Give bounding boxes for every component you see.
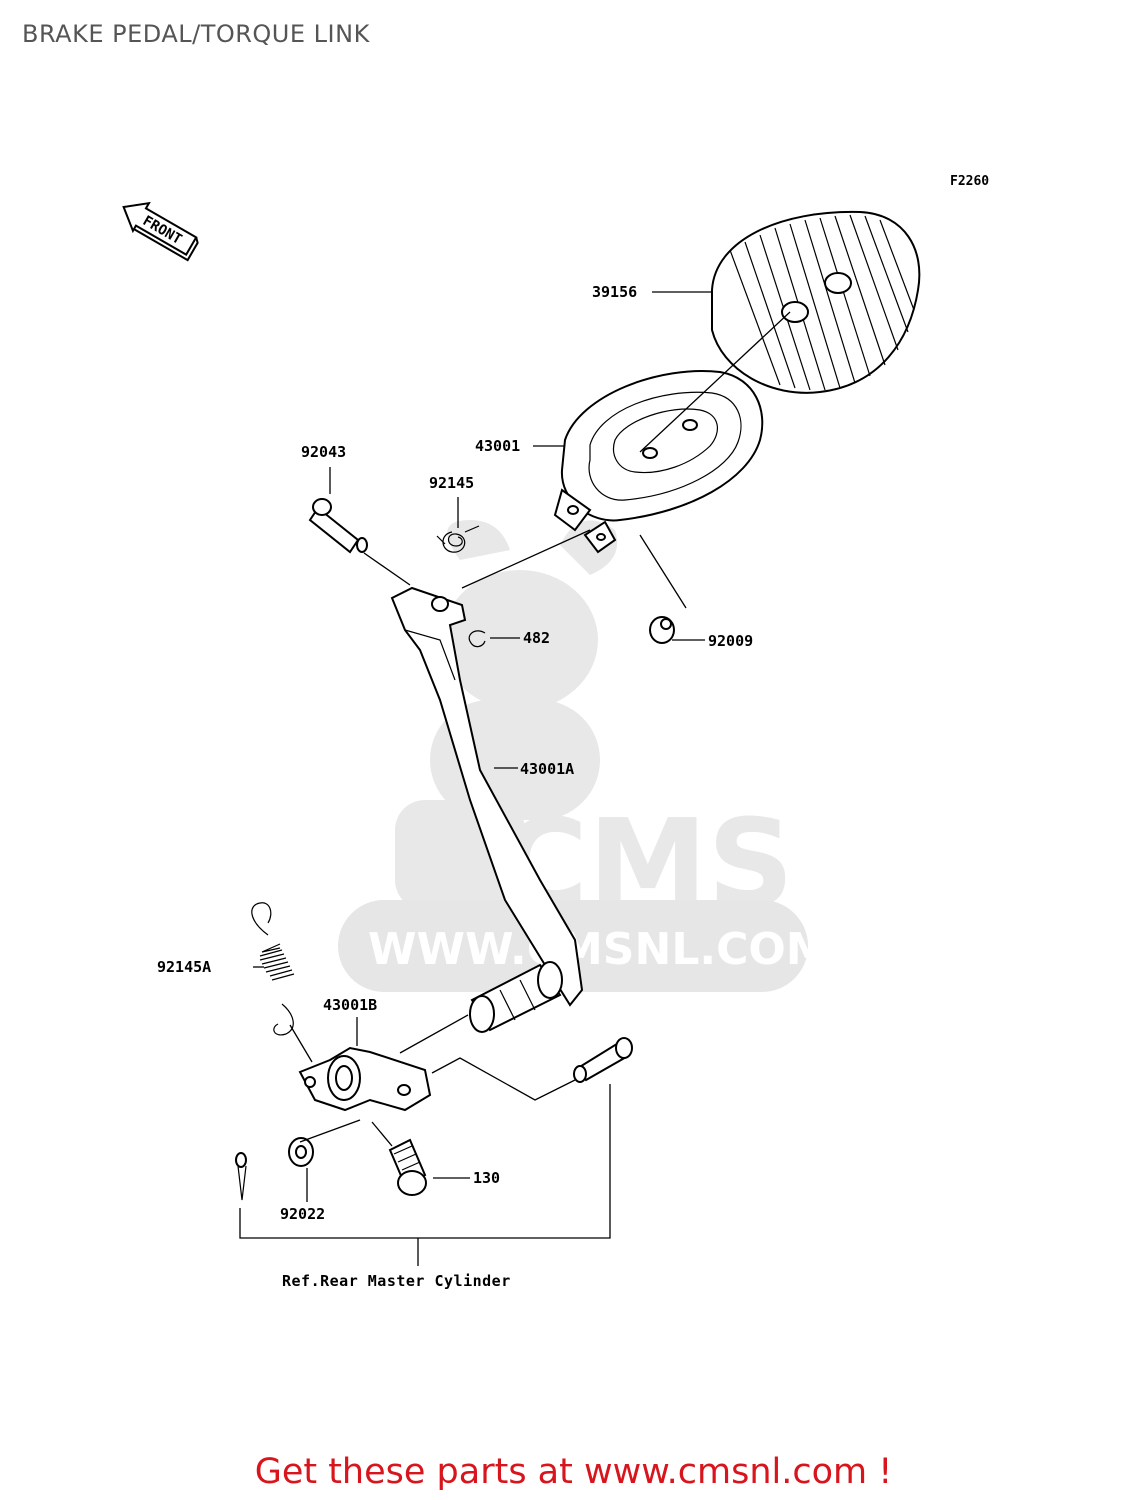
lever-43001B [298, 1046, 432, 1112]
label-92043: 92043 [301, 443, 346, 461]
clip-482 [468, 630, 486, 648]
cotter-pin [235, 1152, 247, 1201]
pivot-shaft [469, 961, 563, 1033]
pedal-plate-43001 [553, 370, 764, 554]
figure-code: F2260 [950, 174, 989, 189]
pedal-arm-43001A [390, 586, 584, 1007]
page-title: BRAKE PEDAL/TORQUE LINK [22, 20, 370, 48]
spring-92145 [436, 525, 480, 553]
nut-92009 [649, 616, 675, 644]
label-92022: 92022 [280, 1205, 325, 1223]
part-labels: 39156 43001 92043 92145 482 92009 43001A… [157, 283, 753, 1290]
label-39156: 39156 [592, 283, 637, 301]
bolt-130 [388, 1138, 427, 1196]
label-92145: 92145 [429, 474, 474, 492]
pin-lower [573, 1037, 633, 1083]
pedal-pad-39156 [711, 210, 921, 394]
reference-label: Ref.Rear Master Cylinder [282, 1272, 511, 1290]
label-482: 482 [523, 629, 550, 647]
spring-92145A [251, 902, 295, 1036]
label-43001A: 43001A [520, 760, 574, 778]
front-arrow-icon: FRONT [122, 201, 199, 262]
pin-92043 [308, 498, 368, 554]
label-43001: 43001 [475, 437, 520, 455]
footer-link[interactable]: Get these parts at www.cmsnl.com ! [254, 1452, 893, 1492]
watermark-url: WWW.CMSNL.COM [368, 924, 830, 975]
leader-lines [239, 291, 791, 1266]
label-43001B: 43001B [323, 996, 377, 1014]
label-92009: 92009 [708, 632, 753, 650]
label-130: 130 [473, 1169, 500, 1187]
label-92145A: 92145A [157, 958, 211, 976]
washer-92022 [288, 1137, 314, 1167]
